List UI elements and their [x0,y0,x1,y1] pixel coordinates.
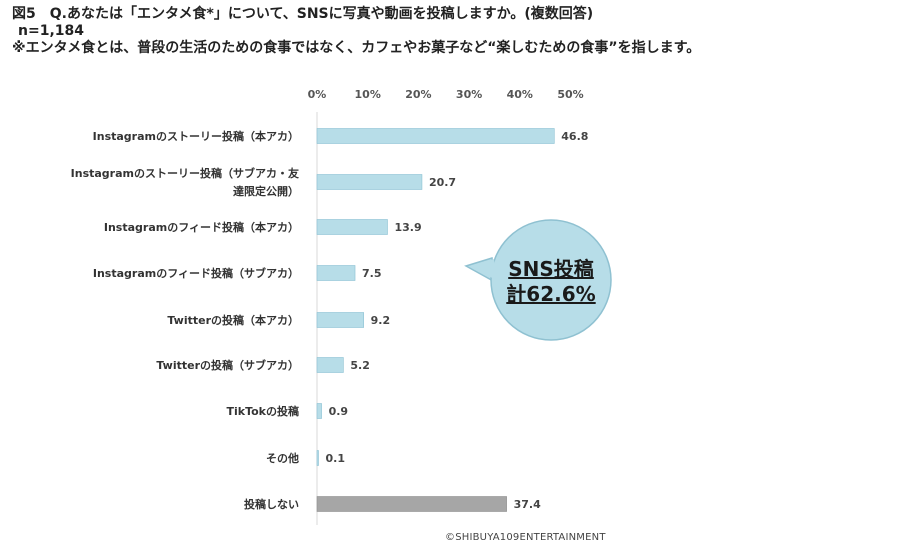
category-label: その他 [266,451,299,465]
x-tick-label: 50% [557,88,583,101]
category-label: 投稿しない [244,497,299,511]
category-label: Instagramのフィード投稿（本アカ） [104,220,299,234]
callout-title: SNS投稿 [508,257,594,281]
category-label: Twitterの投稿（サブアカ） [156,358,299,372]
copyright-text: ©SHIBUYA109ENTERTAINMENT [445,532,606,543]
category-label: Instagramのフィード投稿（サブアカ） [93,266,299,280]
data-label: 0.9 [329,405,349,418]
category-label: Instagramのストーリー投稿（本アカ） [93,129,299,143]
data-label: 0.1 [326,452,346,465]
bar [316,174,423,190]
chart-title: 図5 Q.あなたは「エンタメ食*」について、SNSに写真や動画を投稿しますか。(… [12,6,594,22]
callout-pointer-fill [470,259,496,280]
x-tick-label: 30% [456,88,482,101]
data-label: 13.9 [394,221,421,234]
category-label: TikTokの投稿 [226,404,299,418]
bar [316,265,356,281]
bar [316,403,322,419]
x-tick-label: 20% [405,88,431,101]
data-label: 46.8 [561,130,588,143]
data-label: 37.4 [514,498,541,511]
bar [316,496,507,512]
bar [316,312,364,328]
sample-size: n=1,184 [18,23,84,39]
bar [316,450,319,466]
x-tick-label: 40% [507,88,533,101]
data-label: 20.7 [429,176,456,189]
bar [316,357,344,373]
chart-header: 図5 Q.あなたは「エンタメ食*」について、SNSに写真や動画を投稿しますか。(… [12,6,700,57]
bar [316,128,555,144]
definition-note: ※エンタメ食とは、普段の生活のための食事ではなく、カフェやお菓子など“楽しむため… [12,40,701,56]
category-label: Twitterの投稿（本アカ） [167,313,299,327]
bar [316,219,388,235]
x-tick-label: 10% [355,88,381,101]
x-tick-label: 0% [308,88,327,101]
data-label: 9.2 [371,314,391,327]
category-label: Instagramのストーリー投稿（サブアカ・友達限定公開） [71,166,299,198]
data-label: 5.2 [350,359,370,372]
callout-circle [490,219,612,341]
callout-total: 計62.6% [506,282,595,306]
data-label: 7.5 [362,267,382,280]
